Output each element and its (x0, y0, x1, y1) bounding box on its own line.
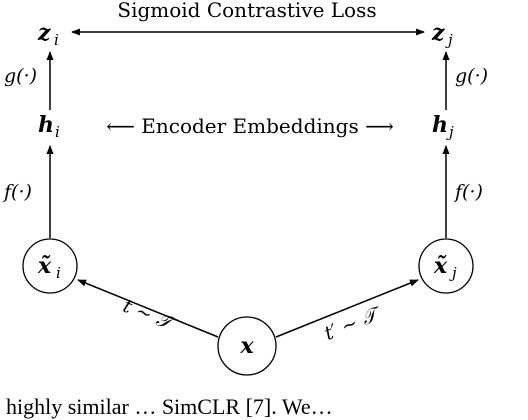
x-tilde-i-base: x̃ (37, 253, 52, 279)
g-label-right: g(·) (455, 65, 488, 87)
h-i-sub: i (55, 123, 60, 141)
z-j-base: z (431, 20, 445, 46)
z-j-sub: j (445, 31, 453, 49)
augment-arrow-left (77, 279, 219, 338)
node-h-i: h i (38, 112, 60, 141)
node-x-tilde-j: x̃ j (418, 238, 474, 294)
augment-arrow-right (275, 279, 419, 338)
node-z-j: z j (431, 20, 453, 49)
node-z-i: z i (37, 20, 59, 49)
diagram: Sigmoid Contrastive Loss z i z j g(·) g(… (2, 0, 488, 376)
augment-label-left: t ∼ 𝒯 (120, 295, 180, 336)
x-tilde-j-sub: j (449, 264, 457, 282)
h-i-base: h (38, 112, 54, 138)
x-tilde-j-base: x̃ (433, 253, 448, 279)
f-label-left: f(·) (2, 181, 32, 203)
g-label-left: g(·) (4, 65, 37, 87)
node-x-tilde-i: x̃ i (22, 238, 78, 294)
node-x: x (217, 316, 277, 376)
encoder-embeddings-label: ⟵ Encoder Embeddings ⟶ (106, 114, 394, 138)
h-j-base: h (432, 112, 448, 138)
x-tilde-i-sub: i (56, 264, 61, 282)
loss-title: Sigmoid Contrastive Loss (117, 0, 376, 22)
caption-fragment: highly similar … SimCLR [7]. We… (6, 394, 333, 419)
x-base: x (239, 333, 254, 359)
f-label-right: f(·) (453, 181, 483, 203)
z-i-sub: i (54, 31, 59, 49)
z-i-base: z (37, 20, 51, 46)
node-h-j: h j (432, 112, 454, 141)
h-j-sub: j (446, 123, 454, 141)
augment-label-right: t′ ∼ 𝒯 (321, 302, 385, 345)
